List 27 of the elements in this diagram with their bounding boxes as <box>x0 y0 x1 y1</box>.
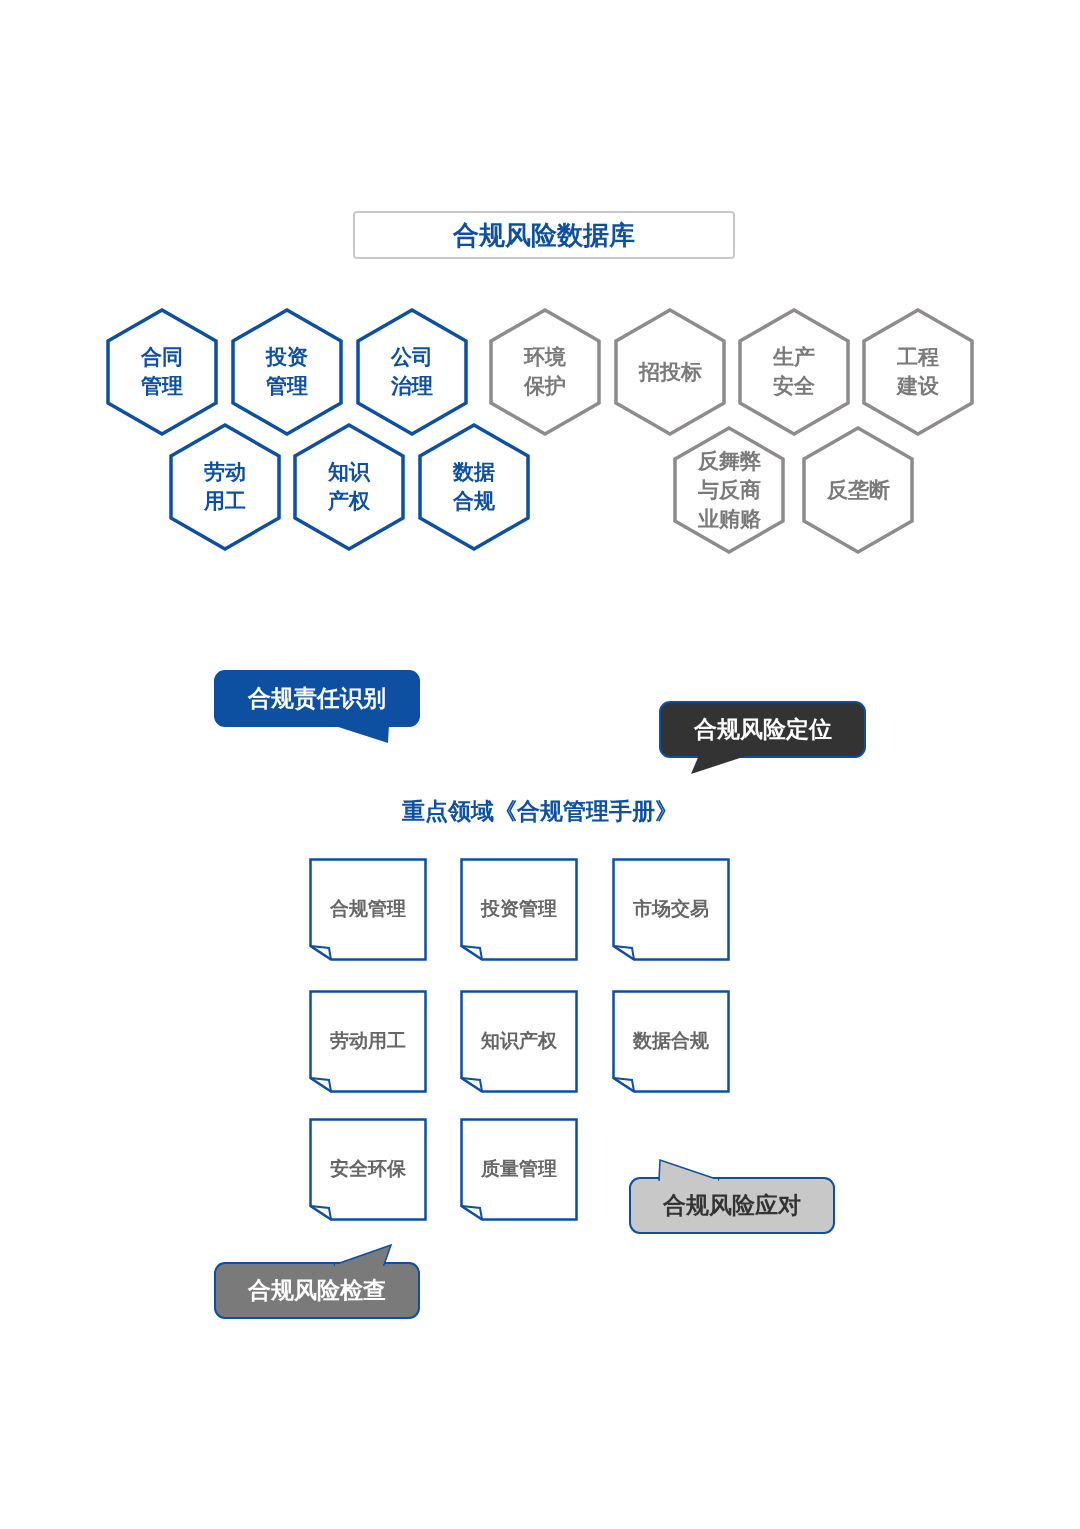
title-box <box>353 211 735 259</box>
category-label: 招投标 <box>637 358 703 386</box>
category-label: 工程建设 <box>896 344 940 400</box>
section-heading: 重点领域《合规管理手册》 <box>402 797 678 826</box>
note-label: 质量管理 <box>481 1156 557 1181</box>
category-label: 知识产权 <box>327 459 371 515</box>
title-text: 合规风险数据库 <box>453 218 635 252</box>
category-label: 数据合规 <box>452 459 496 515</box>
bubble-label: 合规风险定位 <box>693 715 832 744</box>
category-label: 合同管理 <box>140 344 184 400</box>
category-label: 劳动用工 <box>203 459 247 515</box>
note-label: 市场交易 <box>633 896 709 921</box>
bubble-label: 合规责任识别 <box>248 684 386 713</box>
note-label: 安全环保 <box>330 1156 406 1181</box>
note-label: 知识产权 <box>481 1028 557 1053</box>
bubble-label: 合规风险检查 <box>248 1276 386 1305</box>
category-label: 投资管理 <box>265 344 309 400</box>
category-label: 环境保护 <box>523 344 567 400</box>
category-label: 公司治理 <box>390 344 434 400</box>
note-label: 投资管理 <box>481 896 557 921</box>
note-label: 合规管理 <box>330 896 406 921</box>
bubble-label: 合规风险应对 <box>663 1191 801 1220</box>
note-label: 数据合规 <box>633 1028 709 1053</box>
category-label: 反舞弊与反商业贿赂 <box>696 447 762 533</box>
category-label: 反垄断 <box>825 476 891 504</box>
category-label: 生产安全 <box>772 344 816 400</box>
note-label: 劳动用工 <box>330 1028 406 1053</box>
